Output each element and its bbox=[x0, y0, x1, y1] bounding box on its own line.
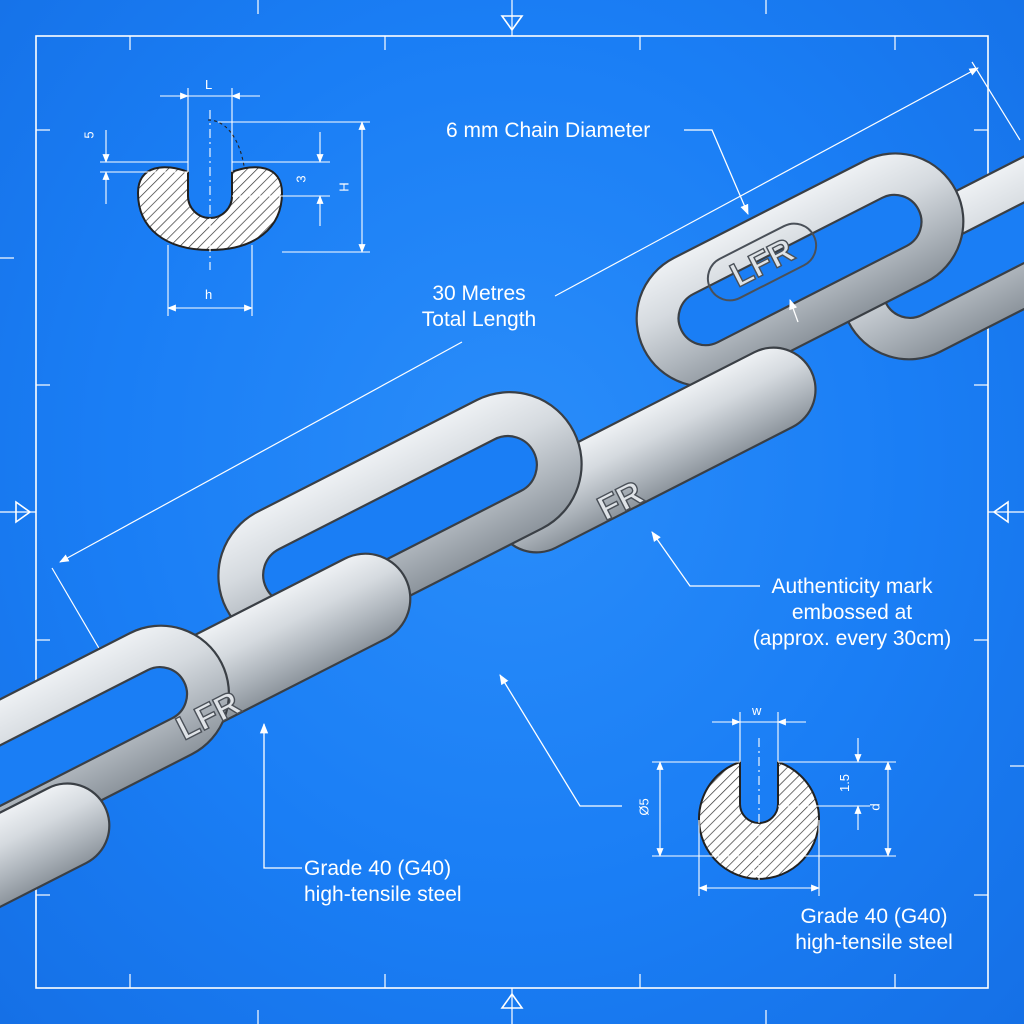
label-authenticity-line2: embossed at bbox=[791, 601, 913, 624]
dim-label-bottom-w: w bbox=[752, 703, 762, 718]
total-length-dimension bbox=[51, 61, 1021, 651]
section-view-bottom bbox=[652, 712, 896, 896]
section-top-profile bbox=[136, 166, 284, 252]
label-chain-diameter: 6 mm Chain Diameter bbox=[446, 119, 651, 142]
dim-label-bottom-dia5: Ø5 bbox=[636, 798, 652, 816]
dim-label-top-H: H bbox=[336, 182, 352, 192]
label-total-length-line2: Total Length bbox=[421, 308, 537, 331]
chain-link-right bbox=[635, 152, 965, 388]
chain-link-bottom-edge bbox=[0, 782, 111, 958]
dim-label-top-L: L bbox=[205, 77, 213, 92]
label-grade-right-line2: high-tensile steel bbox=[795, 931, 953, 954]
label-grade-left-line1: Grade 40 (G40) bbox=[304, 857, 452, 880]
section-view-top bbox=[100, 88, 370, 316]
dim-label-bottom-1-5: 1.5 bbox=[837, 773, 853, 793]
dim-label-top-3: 3 bbox=[293, 175, 309, 183]
label-authenticity-line3: (approx. every 30cm) bbox=[752, 627, 952, 650]
dim-label-bottom-d: d bbox=[867, 803, 883, 811]
label-authenticity-mark: Authenticity mark embossed at (approx. e… bbox=[734, 574, 970, 652]
leader-lines bbox=[259, 129, 799, 869]
chain bbox=[0, 129, 1024, 958]
label-total-length-line1: 30 Metres bbox=[432, 282, 526, 305]
dim-label-top-5: 5 bbox=[81, 131, 97, 139]
label-grade-right-line1: Grade 40 (G40) bbox=[800, 905, 948, 928]
label-authenticity-line1: Authenticity mark bbox=[771, 575, 933, 598]
label-total-length: 30 Metres Total Length bbox=[404, 281, 554, 333]
label-grade-right: Grade 40 (G40) high-tensile steel bbox=[776, 904, 972, 956]
dim-label-bottom-L: L bbox=[752, 865, 760, 880]
label-grade-left-line2: high-tensile steel bbox=[304, 883, 462, 906]
label-grade-left: Grade 40 (G40) high-tensile steel bbox=[304, 856, 462, 908]
section-bottom-profile bbox=[698, 760, 820, 880]
dim-label-top-h: h bbox=[205, 287, 213, 302]
